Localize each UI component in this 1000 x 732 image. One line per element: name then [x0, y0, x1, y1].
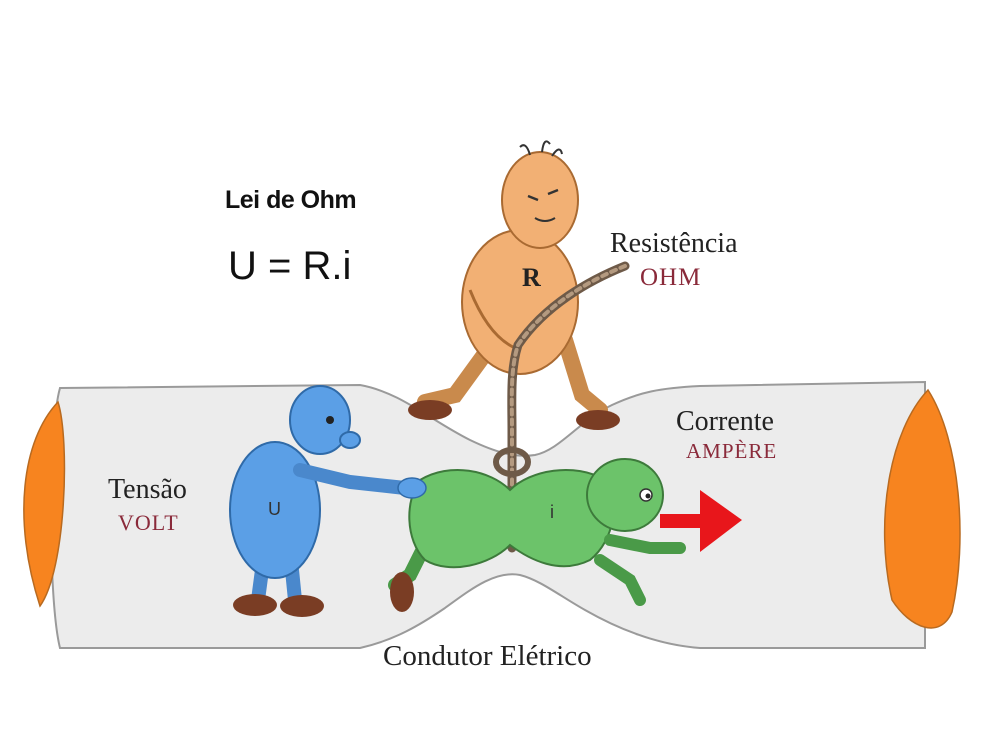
ohm-formula: U = R.i [228, 244, 352, 288]
voltage-letter: U [268, 499, 281, 519]
current-unit: AMPÈRE [686, 439, 778, 463]
current-label: Corrente [676, 406, 774, 437]
current-character: i [388, 458, 686, 612]
resistance-letter: R [522, 263, 541, 292]
conductor-label: Condutor Elétrico [383, 640, 592, 672]
voltage-character: U [229, 385, 427, 617]
resistance-label: Resistência [610, 228, 738, 259]
current-arrow [660, 490, 742, 552]
tube-left-end [23, 400, 66, 608]
tube-right-end [883, 388, 961, 629]
voltage-label: Tensão [108, 474, 187, 505]
resistance-unit: OHM [640, 264, 702, 291]
voltage-unit: VOLT [118, 510, 179, 535]
current-letter: i [550, 502, 554, 522]
diagram-title: Lei de Ohm [225, 186, 357, 214]
resistance-character: R [408, 140, 620, 430]
rope [493, 261, 630, 553]
